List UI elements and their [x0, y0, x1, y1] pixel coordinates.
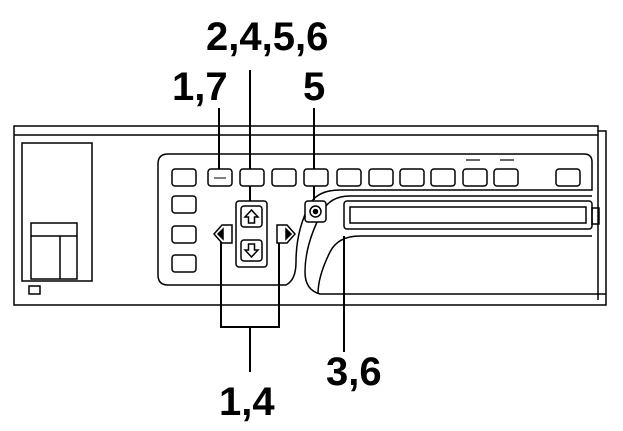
left-button[interactable] — [212, 224, 233, 244]
callout-1-7: 1,7 — [172, 65, 228, 109]
down-arrow-icon — [243, 243, 260, 259]
callout-3-6: 3,6 — [326, 350, 382, 394]
control-panel — [157, 153, 606, 295]
top-button-1[interactable] — [171, 168, 197, 187]
set-icon — [312, 208, 319, 215]
slot-inner — [349, 206, 587, 224]
top-button-11[interactable] — [493, 168, 519, 187]
top-button-6[interactable] — [336, 168, 362, 187]
top-button-row — [171, 168, 581, 187]
top-button-9[interactable] — [430, 168, 456, 187]
callout-5: 5 — [303, 65, 325, 109]
latch — [30, 222, 78, 280]
left-button-column — [171, 195, 197, 273]
set-button[interactable] — [304, 200, 327, 223]
panel-lower-curve — [317, 235, 592, 295]
panel-frame — [157, 153, 593, 286]
top-button-12[interactable] — [555, 168, 581, 187]
top-button-8[interactable] — [399, 168, 425, 187]
device-outline — [13, 125, 607, 306]
left-button-1[interactable] — [171, 195, 197, 214]
callout-1-4: 1,4 — [219, 380, 275, 424]
bracket-1-4 — [220, 240, 280, 328]
cursor-pad — [235, 200, 268, 268]
top-button-10[interactable] — [462, 168, 488, 187]
panel-inner-curve — [304, 195, 606, 295]
top-button-7[interactable] — [368, 168, 394, 187]
top-button-4[interactable] — [271, 168, 297, 187]
right-button[interactable] — [276, 224, 297, 244]
left-arrow-icon — [216, 227, 224, 241]
left-compartment — [21, 142, 93, 282]
up-arrow-icon — [243, 208, 260, 224]
indicator-light — [28, 285, 41, 295]
left-button-2[interactable] — [171, 225, 197, 244]
slot-tab — [591, 207, 600, 225]
left-button-3[interactable] — [171, 254, 197, 273]
top-button-5[interactable] — [303, 168, 329, 187]
right-arrow-icon — [285, 227, 293, 241]
device-body — [13, 125, 607, 306]
top-button-3[interactable] — [239, 168, 265, 187]
callout-2-4-5-6: 2,4,5,6 — [206, 15, 328, 59]
slot — [343, 200, 593, 230]
